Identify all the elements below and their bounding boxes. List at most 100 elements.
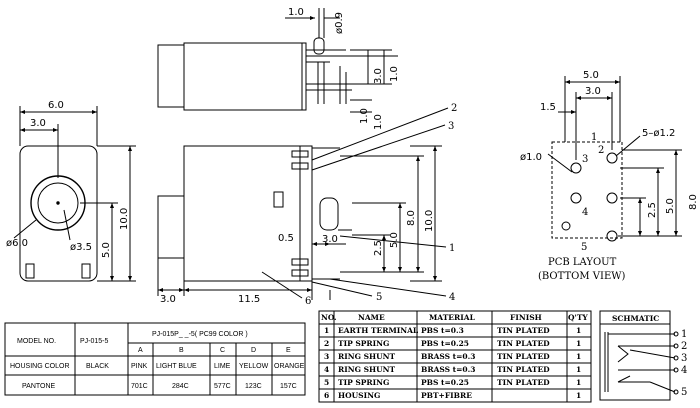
schematic-title: SCHMATIC: [612, 314, 659, 323]
dim-front-5-0: 5.0: [101, 242, 112, 258]
housing-color-c: LIME: [214, 363, 231, 370]
housing-color-a: PINK: [131, 363, 148, 370]
bom-cell-r3-c4: TIN PLATED: [497, 352, 550, 361]
dim-pcb-hole-small: ø1.0: [520, 152, 542, 163]
bom-cell-r5-c1: 5: [324, 378, 329, 387]
dim-side-10-0: 10.0: [424, 210, 435, 232]
callout-1: 1: [449, 243, 455, 254]
dim-side-11-5: 11.5: [238, 294, 260, 305]
top-view: [157, 8, 398, 113]
bom-cell-r3-c3: BRASS t=0.3: [421, 352, 475, 361]
dim-pcb-1-5: 1.5: [540, 102, 556, 113]
color-col-d: D: [251, 347, 256, 354]
bom-header-qty: Q'TY: [568, 313, 588, 322]
bom-table: [318, 310, 592, 403]
bom-cell-r5-c2: TIP SPRING: [338, 378, 389, 387]
schematic-pin-2: 2: [681, 341, 687, 352]
bom-cell-r6-c2: HOUSING: [338, 391, 380, 400]
bom-cell-r1-c4: TIN PLATED: [497, 326, 550, 335]
callout-5: 5: [376, 292, 382, 303]
dim-pcb-hole-big: 5–ø1.2: [642, 128, 675, 139]
bom-cell-r2-c2: TIP SPRING: [338, 339, 389, 348]
dim-top-3-0: 3.0: [373, 68, 384, 84]
front-view-dims: 6.0 3.0 10.0 5.0 ø6.0 ø3.5: [6, 100, 130, 258]
bom-cell-r4-c5: 1: [576, 365, 581, 374]
color-table-model-value: PJ-015-5: [80, 338, 109, 345]
schematic-pin-1: 1: [681, 329, 687, 340]
front-view: [13, 106, 136, 282]
bom-cell-r5-c3: PBS t=0.25: [421, 378, 469, 387]
pantone-b: 284C: [172, 383, 189, 390]
bom-header-material: MATERIAL: [429, 313, 476, 322]
schematic-pin-3: 3: [681, 353, 687, 364]
pantone-a: 701C: [131, 383, 148, 390]
bom-cell-r3-c2: RING SHUNT: [338, 352, 396, 361]
bom-cell-r1-c2: EARTH TERMINAL: [338, 326, 419, 335]
dim-side-3-0b: 3.0: [322, 234, 338, 245]
dim-top-1-0: 1.0: [288, 7, 304, 18]
pcb-layout: [547, 76, 682, 242]
housing-color-label: HOUSING COLOR: [10, 363, 70, 370]
pcb-pin-4: 4: [582, 207, 588, 218]
bom-cell-r4-c1: 4: [324, 365, 329, 374]
dim-pcb-3-0: 3.0: [585, 86, 601, 97]
callout-3: 3: [448, 121, 454, 132]
dim-side-0-5: 0.5: [278, 233, 294, 244]
pantone-label: PANTONE: [22, 383, 56, 390]
callout-6: 6: [305, 296, 311, 307]
dim-top-phi-0-9: ø0.9: [334, 12, 345, 34]
bom-cell-r5-c4: TIN PLATED: [497, 378, 550, 387]
schematic-text: SCHMATIC 1 2 3 4 5: [612, 314, 687, 398]
dim-side-3-0: 3.0: [160, 294, 176, 305]
top-view-dims: 1.0 ø0.9 3.0 1.0 1.0 1.0: [288, 7, 400, 130]
bom-cell-r1-c1: 1: [324, 326, 329, 335]
dim-front-phi-3-5: ø3.5: [70, 242, 92, 253]
side-view: [157, 107, 449, 300]
bom-cell-r3-c5: 1: [576, 352, 581, 361]
color-col-e: E: [286, 347, 291, 354]
dim-front-phi-6-0: ø6.0: [6, 238, 28, 249]
color-table-model-header: MODEL NO.: [17, 338, 56, 345]
schematic-pin-4: 4: [681, 365, 687, 376]
callout-4: 4: [449, 292, 455, 303]
pcb-layout-text: 5.0 3.0 1.5 5–ø1.2 ø1.0 2.5 5.0 8.0 1 2 …: [520, 70, 699, 282]
dim-front-3-0: 3.0: [30, 118, 46, 129]
schematic-pin-5: 5: [681, 387, 687, 398]
bom-header-no: NO.: [321, 313, 337, 322]
bom-cell-r1-c3: PBS t=0.3: [421, 326, 464, 335]
bom-cell-r1-c5: 1: [576, 326, 581, 335]
housing-color-base: BLACK: [86, 363, 109, 370]
pcb-title-2: (BOTTOM VIEW): [538, 271, 626, 282]
callout-2: 2: [451, 103, 457, 114]
housing-color-b: LIGHT BLUE: [156, 363, 197, 370]
bom-cell-r3-c1: 3: [324, 352, 329, 361]
dim-front-10-0: 10.0: [119, 208, 130, 230]
pantone-c: 577C: [214, 383, 231, 390]
bom-cell-r6-c5: 1: [576, 391, 581, 400]
bom-cell-r4-c2: RING SHUNT: [338, 365, 396, 374]
bom-cell-r2-c5: 1: [576, 339, 581, 348]
color-col-a: A: [138, 347, 143, 354]
pantone-e: 157C: [280, 383, 297, 390]
color-table-variant-header: PJ-015P_ _-5( PC99 COLOR ): [152, 331, 248, 338]
dim-side-2-5: 2.5: [373, 240, 384, 256]
dim-pcb-8-0: 8.0: [688, 194, 699, 210]
dim-front-6-0: 6.0: [48, 100, 64, 111]
dim-side-5-0: 5.0: [389, 232, 400, 248]
bom-cell-r2-c3: PBS t=0.25: [421, 339, 469, 348]
dim-top-1-0b: 1.0: [389, 66, 400, 82]
dim-top-1-0c: 1.0: [359, 108, 370, 124]
color-table-text: MODEL NO. PJ-015-5 PJ-015P_ _-5( PC99 CO…: [10, 331, 305, 390]
dim-pcb-5-0v: 5.0: [665, 198, 676, 214]
bom-cell-r4-c3: BRASS t=0.3: [421, 365, 475, 374]
schematic: [599, 310, 679, 401]
bom-header-finish: FINISH: [510, 313, 542, 322]
housing-color-e: ORANGE: [274, 363, 305, 370]
dim-side-8-0: 8.0: [406, 210, 417, 226]
pcb-title-1: PCB LAYOUT: [548, 257, 617, 268]
bom-cell-r2-c4: TIN PLATED: [497, 339, 550, 348]
dim-top-1-0d: 1.0: [373, 114, 384, 130]
